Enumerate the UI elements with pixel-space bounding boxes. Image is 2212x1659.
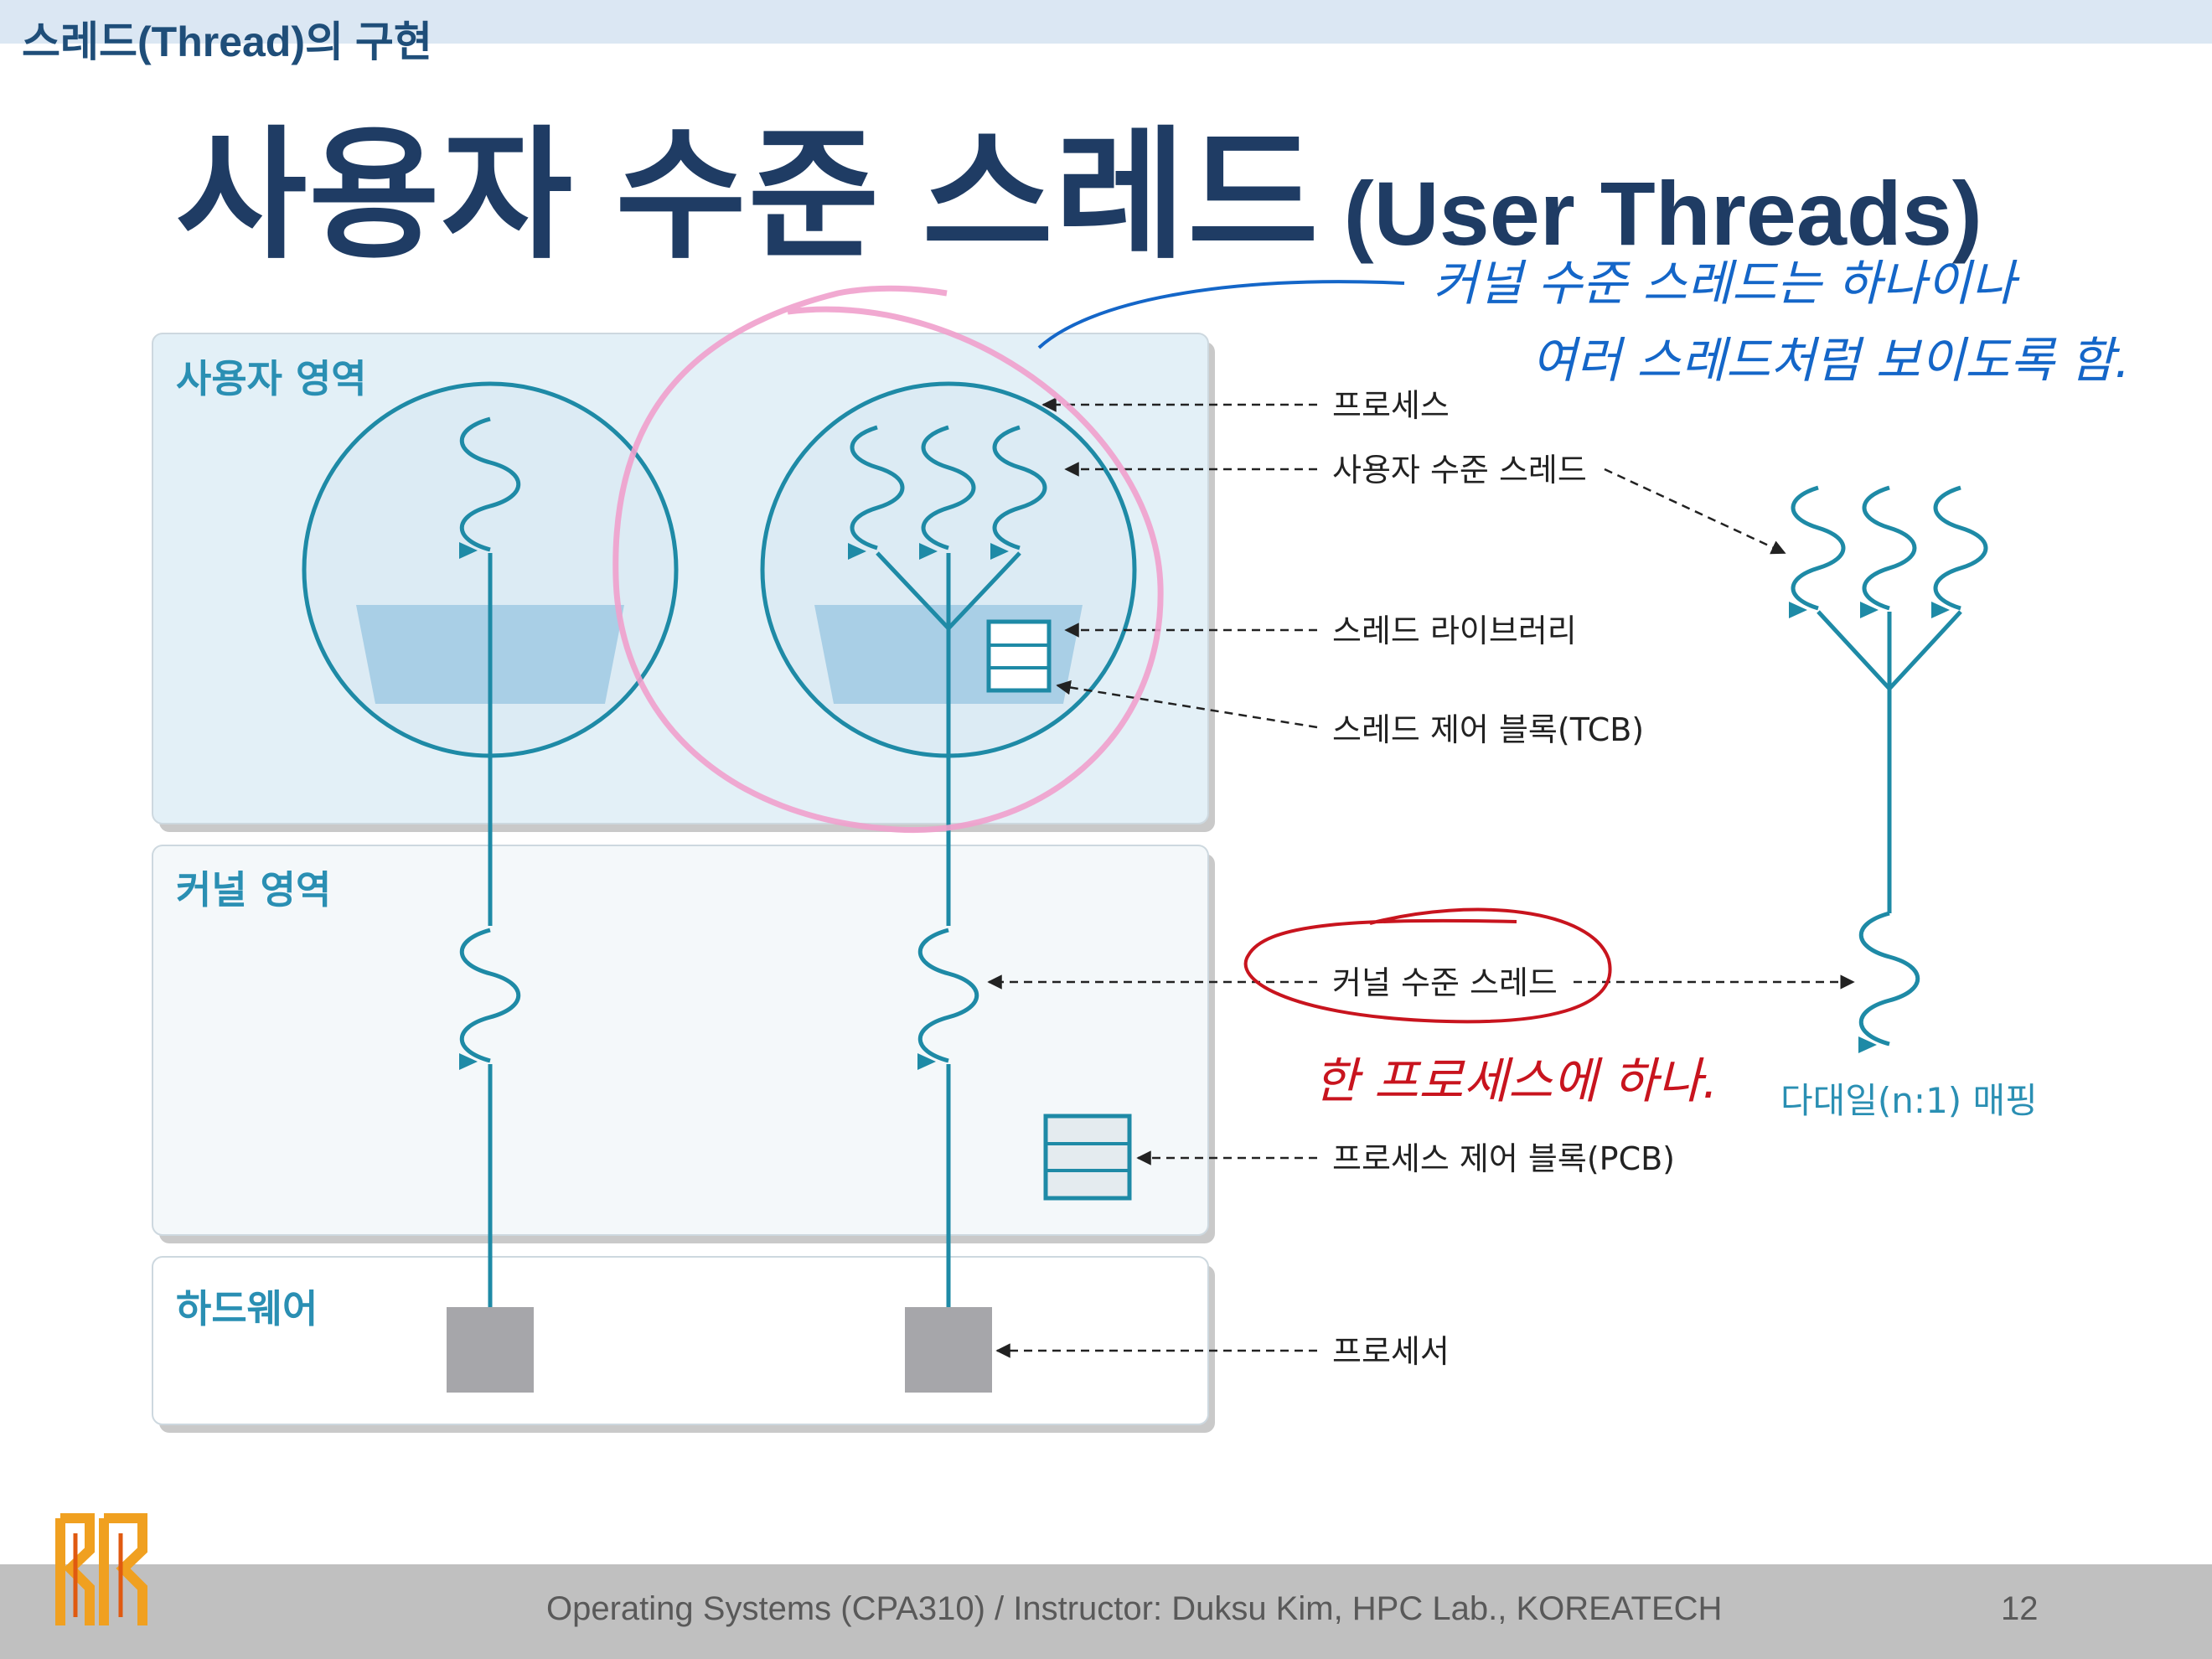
kernel-thread-2 [917, 928, 979, 1063]
pcb-icon [1043, 1114, 1132, 1201]
pink-circle-annotation [612, 285, 1164, 834]
red-annotation-text: 한 프로세스에 하나. [1314, 1052, 1718, 1109]
footer-bar [0, 1564, 2212, 1659]
label-mapping: 다대일(n:1) 매핑 [1780, 1080, 2038, 1121]
title-korean: 사용자 수준 스레드 [176, 116, 1320, 276]
user-thread-2a [850, 425, 905, 550]
processor-2 [905, 1307, 992, 1393]
page-number: 12 [2001, 1590, 2039, 1627]
title-english: (User Threads) [1343, 163, 1982, 264]
n-to-1-mapping-figure [1789, 485, 1988, 1053]
koreatech-logo [55, 1513, 147, 1625]
blue-annotation-line1: 커널 수준 스레드는 하나이나 [1433, 255, 2020, 312]
label-thread-library: 스레드 라이브러리 [1332, 612, 1577, 649]
section-title: 스레드(Thread)의 구현 [22, 18, 432, 65]
label-tcb: 스레드 제어 블록(TCB) [1332, 711, 1644, 748]
hardware-region-panel [152, 1256, 1215, 1433]
user-thread-2b [921, 425, 976, 550]
tcb-icon [986, 619, 1052, 693]
footer-text: Operating Systems (CPA310) / Instructor:… [546, 1590, 1723, 1627]
label-kernel-thread: 커널 수준 스레드 [1332, 964, 1558, 1001]
label-pcb: 프로세스 제어 블록(PCB) [1332, 1140, 1675, 1177]
user-region-label: 사용자 영역 [176, 356, 367, 401]
process-1 [302, 381, 679, 1393]
leader-lines [987, 397, 1855, 1358]
hardware-region-label: 하드웨어 [176, 1286, 318, 1331]
kernel-thread-1 [459, 928, 521, 1063]
label-processor: 프로세서 [1332, 1333, 1450, 1370]
kernel-region-label: 커널 영역 [176, 867, 331, 912]
red-annotation: 한 프로세스에 하나. [1243, 907, 1718, 1109]
blue-annotation-line2: 여러 스레드처럼 보이도록 함. [1532, 332, 2130, 389]
blue-annotation: 커널 수준 스레드는 하나이나 여러 스레드처럼 보이도록 함. [1037, 255, 2130, 389]
label-process: 프로세스 [1332, 387, 1450, 424]
user-thread-1 [459, 416, 521, 552]
kernel-region-panel [152, 845, 1215, 1243]
label-user-thread: 사용자 수준 스레드 [1332, 452, 1587, 488]
processor-1 [447, 1307, 534, 1393]
user-thread-2c [992, 425, 1047, 550]
top-bar [0, 0, 2212, 44]
process-2 [760, 381, 1137, 1393]
slide-title: 사용자 수준 스레드(User Threads) [176, 80, 1982, 286]
